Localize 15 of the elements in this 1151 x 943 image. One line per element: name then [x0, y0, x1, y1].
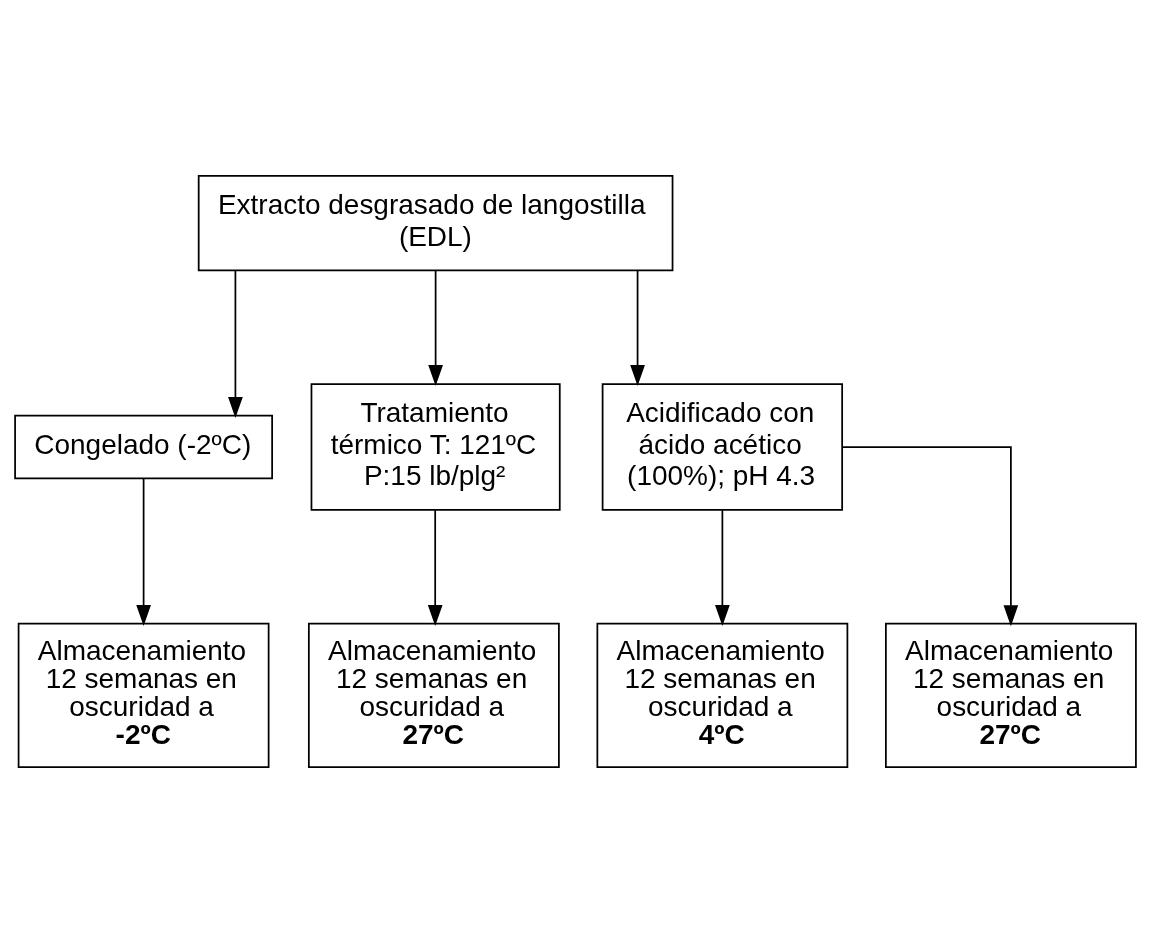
node-box: Acidificado con ácido acético (100%); pH 4.3	[601, 383, 844, 511]
arrow	[841, 446, 1019, 627]
arrow	[630, 269, 645, 387]
node-box: Almacenamiento 12 semanas en oscuridad a 27ºC	[307, 622, 560, 768]
arrow	[427, 509, 443, 626]
node-box: Almacenamiento 12 semanas en oscuridad a 4ºC	[596, 622, 849, 768]
arrow	[228, 269, 243, 419]
arrow	[428, 269, 443, 387]
node-box: Congelado (-2ºC)	[14, 414, 273, 480]
node-box: Almacenamiento 12 semanas en oscuridad a -2ºC	[17, 622, 270, 768]
arrow	[715, 509, 730, 626]
arrow	[136, 478, 151, 626]
node-box: Almacenamiento 12 semanas en oscuridad a 27ºC	[885, 622, 1137, 768]
node-box: Extracto desgrasado de langostilla (EDL)	[197, 175, 674, 272]
node-box: Tratamiento térmico T: 121ºC P:15 lb/plg²	[310, 383, 561, 511]
